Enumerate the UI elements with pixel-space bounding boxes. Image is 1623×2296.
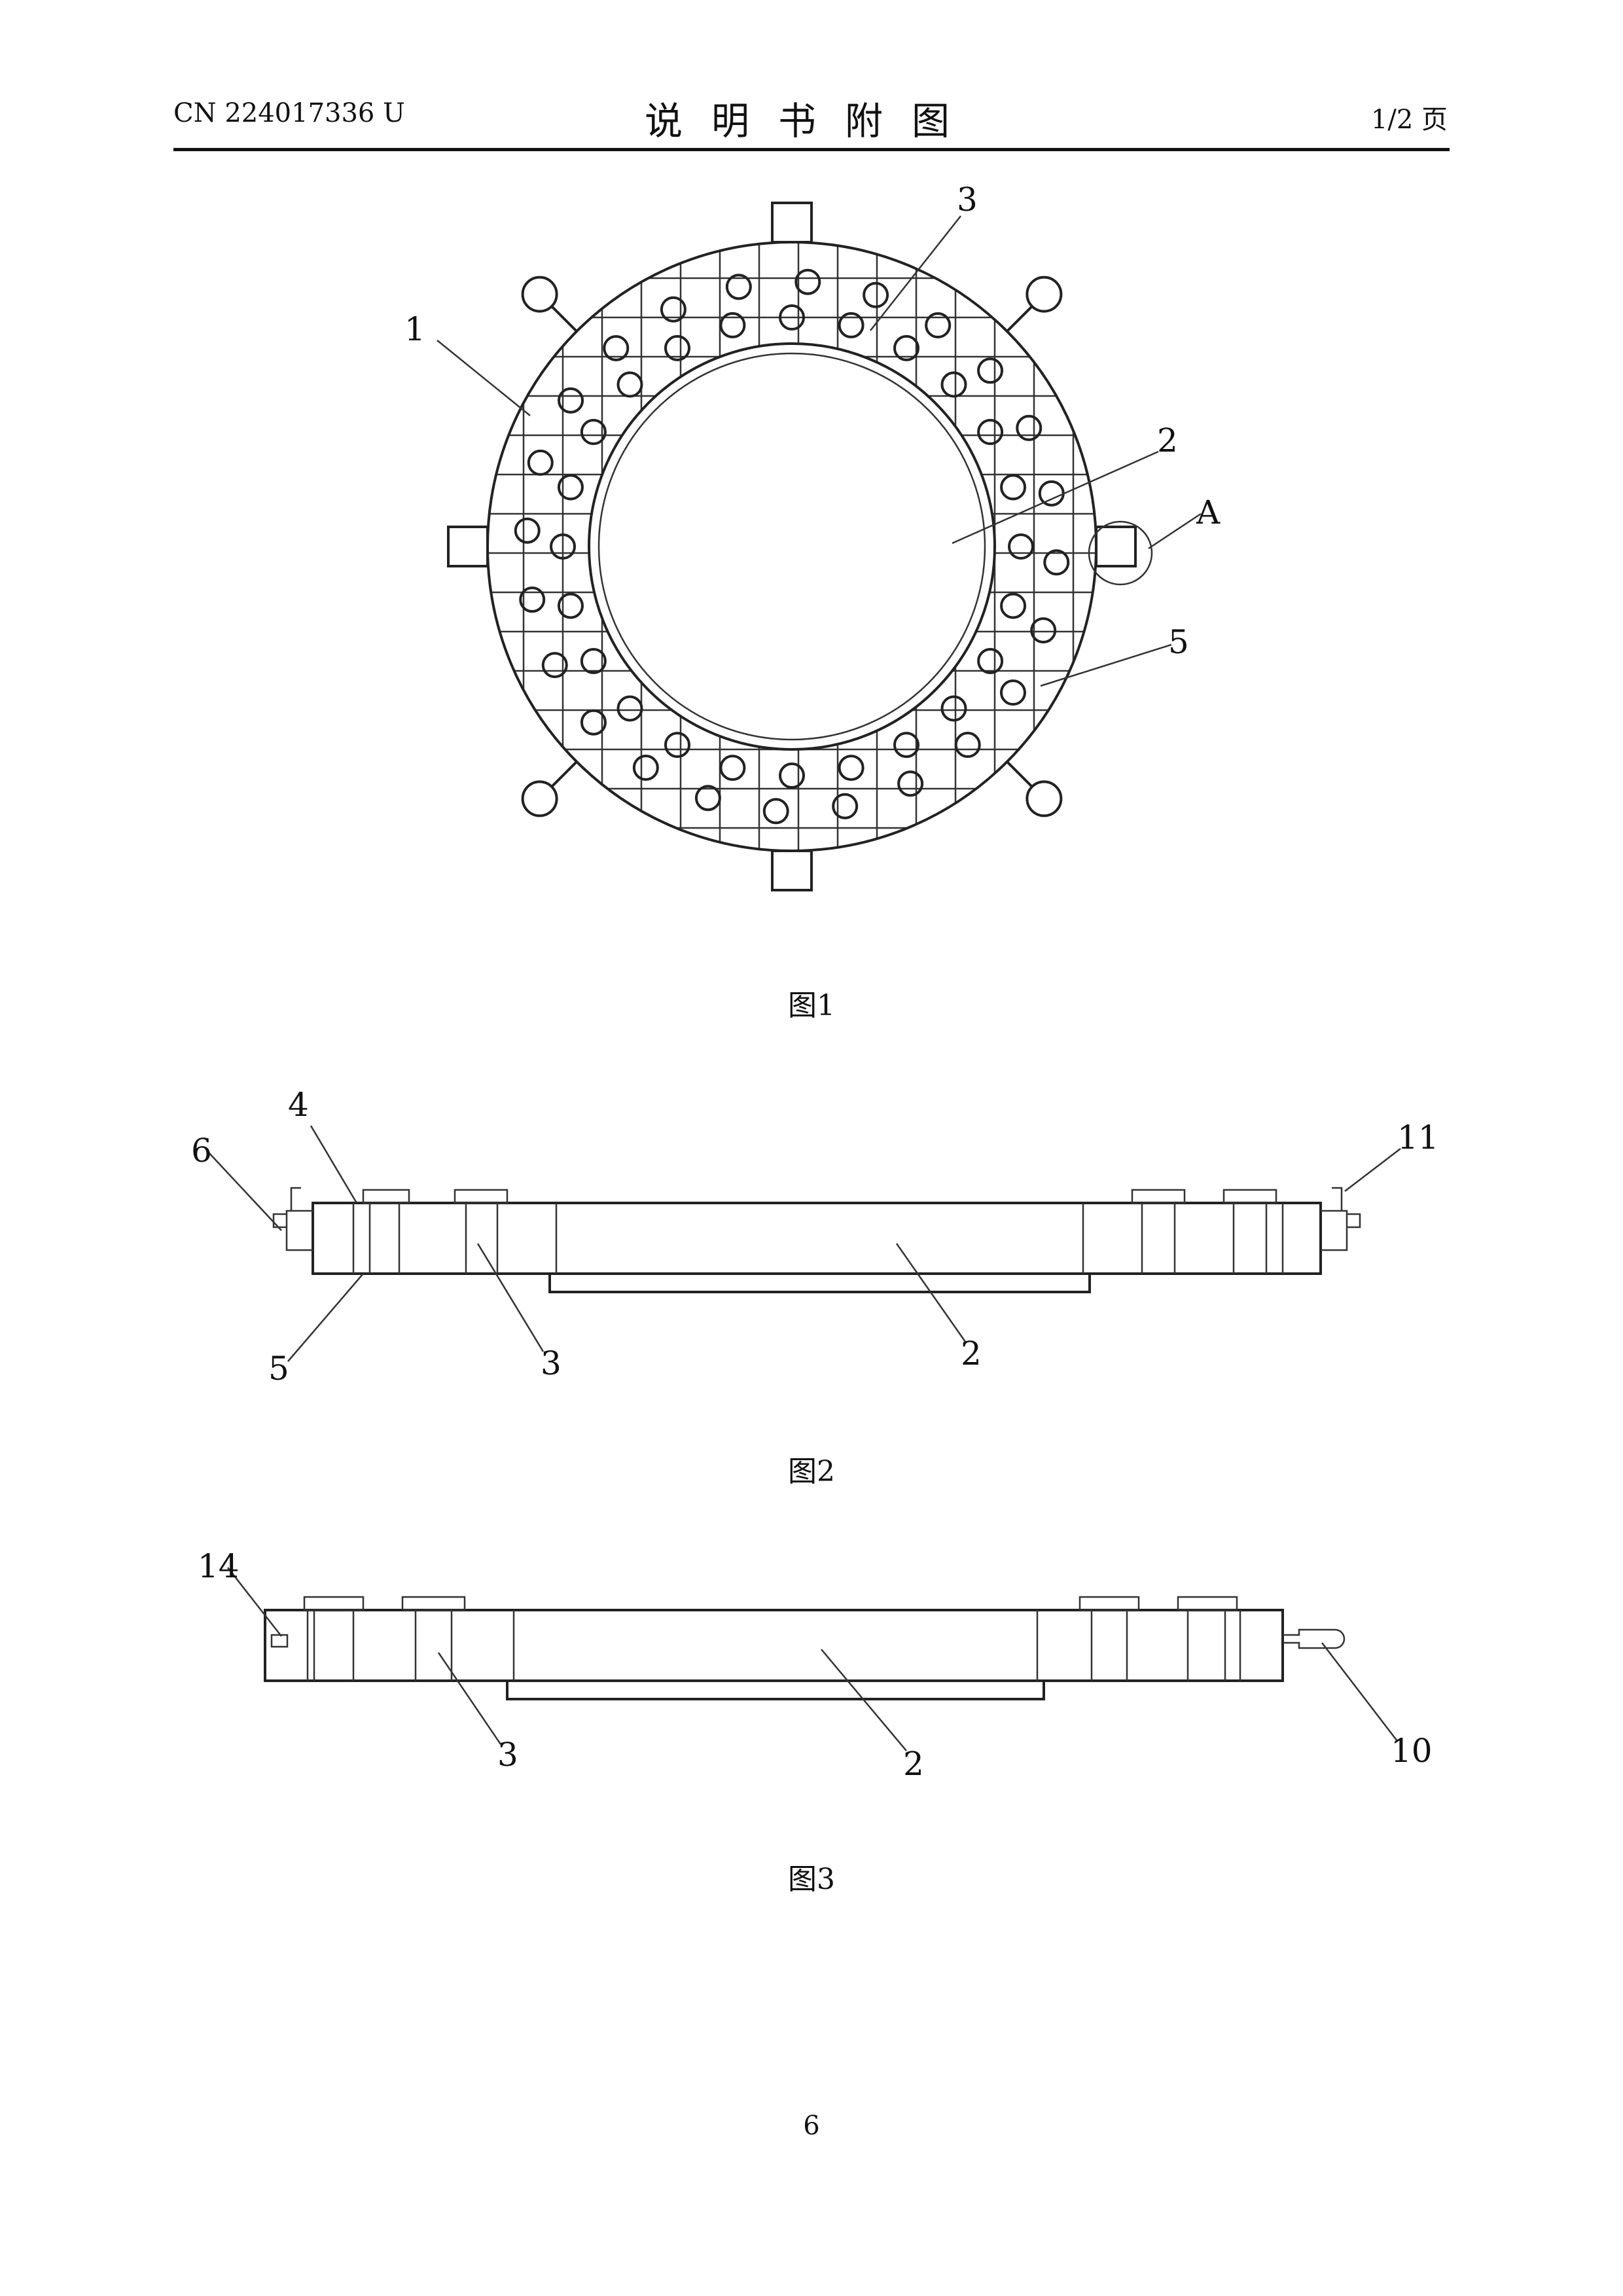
lug-arm (1007, 306, 1033, 331)
fig3-label-10: 10 (1391, 1732, 1433, 1770)
lug-ring (1027, 278, 1061, 312)
mount-tab (772, 203, 812, 242)
fig2-label-6: 6 (191, 1132, 212, 1170)
bolt-hole (1001, 594, 1025, 618)
fig3-leader-10 (1322, 1643, 1397, 1741)
lug-arm (551, 306, 577, 331)
figure-1-drawing: 1 2 3 5 A (404, 181, 1221, 890)
fig3-clamp (1080, 1597, 1139, 1610)
fig1-label-1: 1 (404, 310, 425, 348)
fig2-leader-6 (208, 1152, 281, 1230)
bolt-hole (978, 359, 1002, 382)
bolt-hole (634, 756, 658, 780)
fig1-inner-bore (599, 353, 985, 740)
fig1-label-a: A (1196, 493, 1221, 531)
bolt-hole (780, 764, 804, 787)
bolt-hole (1044, 550, 1068, 574)
bolt-hole (721, 756, 744, 780)
fig2-clamp (363, 1190, 409, 1203)
fig3-leader-3 (438, 1653, 501, 1744)
fig3-clamp (402, 1597, 465, 1610)
fig1-leader-2 (952, 452, 1158, 543)
bolt-hole (864, 283, 887, 307)
bolt-hole (529, 451, 552, 475)
bolt-hole (840, 756, 863, 780)
fig1-leader-a (1149, 514, 1201, 548)
bolt-hole (833, 795, 857, 818)
bolt-hole (1040, 482, 1063, 505)
bolt-hole (764, 799, 788, 823)
fig2-lower-plate (550, 1274, 1090, 1292)
fig2-label-5: 5 (268, 1350, 289, 1388)
fig2-label-2: 2 (961, 1335, 982, 1372)
figure-3-caption: 图3 (0, 1856, 1623, 1897)
mount-tab (448, 527, 488, 566)
fig3-clamp (304, 1597, 363, 1610)
lug-ring (1027, 781, 1061, 816)
figure-2-drawing: 4 6 5 3 2 11 (191, 1086, 1439, 1388)
page-number: 6 (0, 2111, 1623, 2141)
bolt-hole (1017, 416, 1041, 440)
fig1-detail-circle-a (1089, 522, 1152, 584)
bolt-hole (618, 373, 642, 397)
fig3-main-body (265, 1610, 1283, 1681)
mount-tab (1096, 527, 1135, 566)
fig2-label-4: 4 (288, 1086, 309, 1124)
fig1-inner-ring (589, 344, 995, 749)
fig1-label-5: 5 (1168, 623, 1189, 661)
fig2-main-body (313, 1203, 1321, 1274)
bolt-hole (956, 733, 980, 757)
fig2-clamp (1132, 1190, 1185, 1203)
fig3-pin (1283, 1630, 1344, 1648)
figure-1-caption: 图1 (0, 982, 1623, 1024)
fig2-leader-11 (1345, 1149, 1400, 1191)
fig2-clamp (455, 1190, 507, 1203)
lug-arm (1007, 762, 1033, 787)
fig3-clamp (1178, 1597, 1237, 1610)
fig2-leader-5 (288, 1274, 363, 1361)
bolt-hole (895, 733, 918, 757)
bolt-hole (516, 519, 539, 543)
bolt-hole (1031, 619, 1055, 642)
fig1-leader-5 (1041, 645, 1171, 686)
figure-3-drawing: 14 3 2 10 (198, 1547, 1433, 1783)
fig2-leader-4 (311, 1126, 357, 1203)
fig2-right-fixture (1321, 1188, 1360, 1250)
fig2-label-3: 3 (541, 1344, 562, 1382)
fig1-outer-ring (488, 242, 1096, 851)
bolt-hole (899, 772, 922, 795)
fig3-label-3: 3 (497, 1736, 518, 1774)
bolt-hole (1001, 681, 1025, 704)
fig1-label-3: 3 (957, 181, 978, 219)
fig3-label-2: 2 (903, 1745, 924, 1783)
lug-arm (551, 762, 577, 787)
bolt-hole (978, 420, 1002, 444)
bolt-hole (978, 649, 1002, 673)
fig2-left-fixture (274, 1188, 313, 1250)
bolt-hole (666, 733, 689, 757)
fig3-lower-plate (507, 1681, 1044, 1699)
lug-ring (523, 781, 557, 816)
fig1-label-2: 2 (1157, 422, 1178, 459)
fig1-leader-1 (437, 340, 530, 416)
fig3-label-14: 14 (198, 1547, 240, 1585)
bolt-hole (942, 373, 965, 397)
bolt-hole (1001, 475, 1025, 499)
fig2-clamp (1224, 1190, 1276, 1203)
bolt-hole (618, 696, 642, 720)
bolt-hole (796, 270, 819, 294)
bolt-hole (942, 696, 965, 720)
mount-tab (772, 851, 812, 890)
fig2-leader-3 (478, 1244, 543, 1352)
bolt-hole (696, 786, 720, 810)
fig3-slot (272, 1635, 287, 1647)
lug-ring (523, 278, 557, 312)
figure-2-caption: 图2 (0, 1448, 1623, 1490)
fig2-label-11: 11 (1397, 1119, 1439, 1157)
bolt-hole (1009, 535, 1033, 558)
